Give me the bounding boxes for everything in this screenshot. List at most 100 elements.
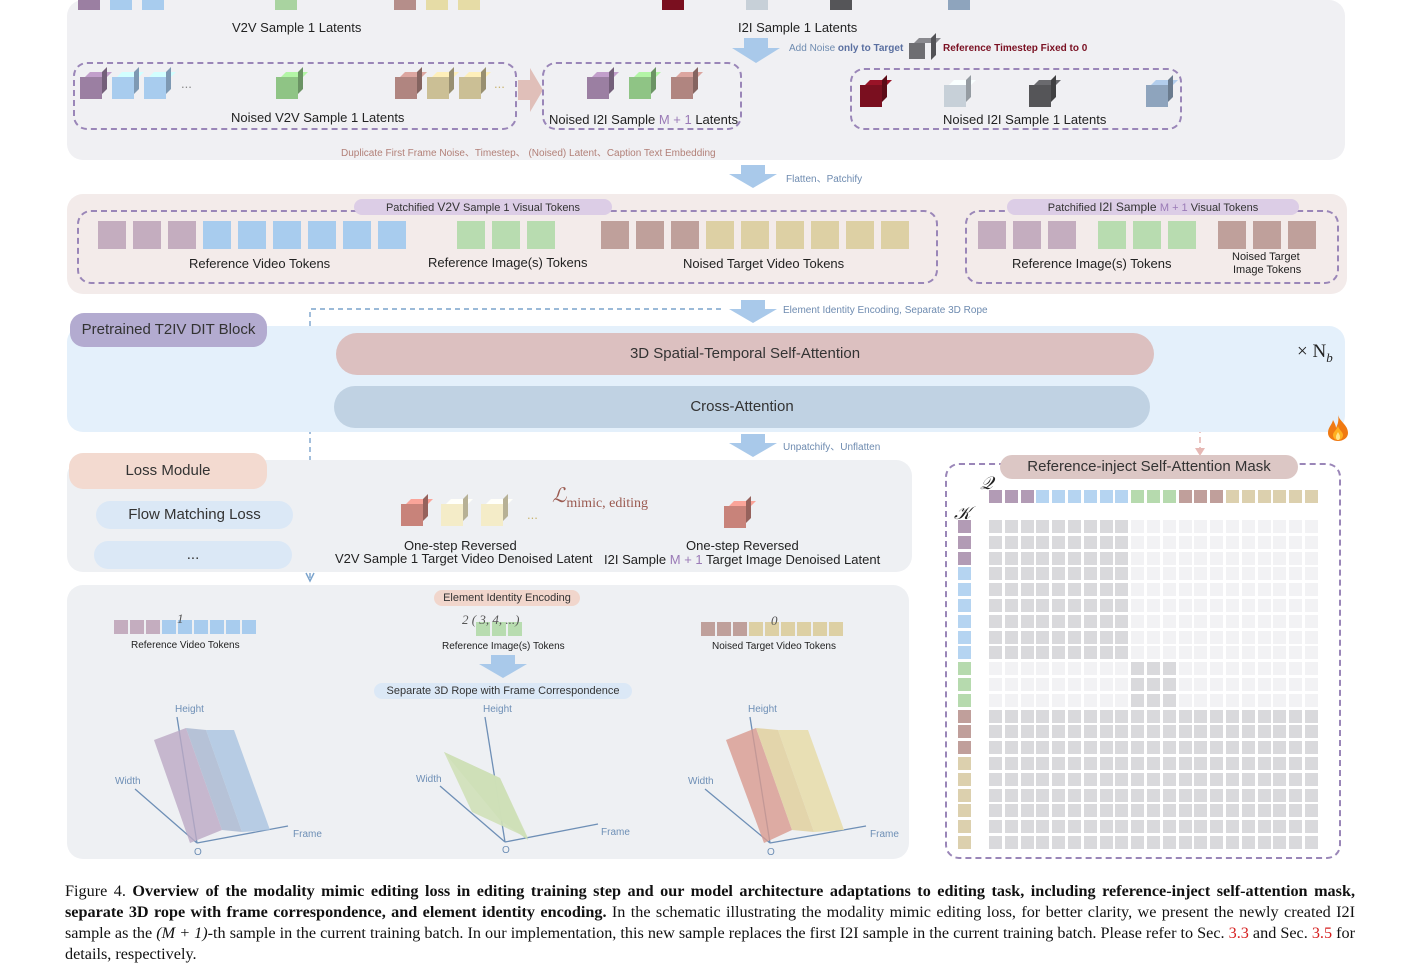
element-identity-label: Element Identity Encoding, Separate 3D R…: [783, 305, 988, 316]
mask-k-token: [958, 788, 971, 802]
mask-cell: [1273, 567, 1287, 581]
token-purple: [114, 620, 128, 634]
mask-k-token: [958, 520, 971, 533]
noised-target-image-label-1: Noised Target: [1232, 251, 1300, 263]
mask-cell: [1305, 630, 1318, 644]
mask-cell: [1147, 709, 1160, 723]
mask-cell: [1004, 772, 1018, 786]
token-purple: [978, 221, 1006, 249]
mask-cell: [1052, 614, 1066, 628]
mask-cell: [989, 741, 1002, 755]
mask-k-token: [958, 757, 971, 770]
mask-cell: [1241, 836, 1255, 849]
mask-cell: [1099, 662, 1113, 676]
mask-cell: [1305, 646, 1318, 660]
mask-cell: [1226, 709, 1239, 723]
mask-cell: [1099, 804, 1113, 818]
mask-cell: [1162, 757, 1176, 770]
cube-darkgray: [1029, 85, 1051, 107]
mask-cell: [1178, 820, 1192, 834]
mask-k-token: [958, 662, 971, 676]
mask-cell: [1241, 725, 1255, 739]
mask-cell: [1178, 583, 1192, 597]
mask-cell: [989, 599, 1002, 612]
token-purple: [98, 221, 126, 249]
mask-q-token: [1099, 490, 1113, 503]
mask-cell: [1068, 772, 1081, 786]
noised-v2v-box: [73, 62, 517, 130]
mask-cell: [1257, 630, 1271, 644]
mask-cell: [1289, 788, 1303, 802]
mask-cell: [1036, 551, 1050, 565]
mask-cell: [1257, 741, 1271, 755]
noised-i2i-m1-label: Noised I2I Sample M + 1 Latents: [549, 112, 738, 127]
mask-cell: [1068, 583, 1081, 597]
ellipsis: ...: [527, 507, 538, 522]
mask-cell: [1099, 599, 1113, 612]
mask-cell: [1004, 757, 1018, 770]
mask-cell: [1257, 772, 1271, 786]
mask-q-token: [1162, 490, 1176, 503]
mask-cell: [1020, 725, 1034, 739]
mask-cell: [1162, 772, 1176, 786]
v2v-tokens-header: Patchified V2V Sample 1 Visual Tokens: [354, 199, 612, 215]
mask-cell: [1305, 662, 1318, 676]
section-ref-link[interactable]: 3.5: [1311, 924, 1333, 942]
mask-q-header: [989, 490, 1321, 504]
mask-cell: [1257, 567, 1271, 581]
mask-cell: [1068, 709, 1081, 723]
section-ref-link[interactable]: 3.3: [1228, 924, 1249, 942]
mask-cell: [1241, 599, 1255, 612]
mask-cell: [1068, 520, 1081, 533]
cube-green: [275, 0, 297, 10]
mask-cell: [1241, 614, 1255, 628]
mask-cell: [989, 725, 1002, 739]
mask-cell: [1178, 788, 1192, 802]
mask-cell: [1273, 725, 1287, 739]
mask-q-label: 𝒬: [980, 473, 993, 493]
mask-cell: [1241, 741, 1255, 755]
cube-tan: [459, 77, 481, 99]
noised-v2v-label: Noised V2V Sample 1 Latents: [231, 110, 405, 125]
times-nb: × Nb: [1297, 341, 1333, 365]
mask-q-token: [1020, 490, 1034, 503]
mask-cell: [989, 772, 1002, 786]
cube-maroon: [662, 0, 684, 10]
token-blue: [343, 221, 371, 249]
mask-cell: [1131, 693, 1145, 707]
axis-height: Height: [748, 704, 777, 715]
mask-cell: [1273, 520, 1287, 533]
mask-q-token: [1004, 490, 1018, 503]
mask-cell: [1273, 804, 1287, 818]
mask-cell: [1210, 678, 1224, 691]
cube-lightgray: [944, 85, 966, 107]
mask-q-token: [1305, 490, 1318, 503]
mask-cell: [1162, 804, 1176, 818]
token-tan: [829, 622, 843, 636]
mask-cell: [1194, 646, 1208, 660]
mask-cell: [1305, 741, 1318, 755]
cube-maroon: [860, 85, 882, 107]
mask-cell: [1147, 646, 1160, 660]
mask-cell: [1147, 535, 1160, 549]
mask-cell: [1036, 535, 1050, 549]
cube-darkgray: [830, 0, 852, 10]
noised-target-image-label-2: Image Tokens: [1233, 264, 1302, 276]
mask-cell: [1099, 788, 1113, 802]
mask-cell: [1178, 772, 1192, 786]
mask-cell: [1210, 662, 1224, 676]
mask-cell: [1004, 551, 1018, 565]
cube-blue: [110, 0, 132, 10]
cube-brown: [395, 77, 417, 99]
mask-cell: [1178, 757, 1192, 770]
token-purple: [146, 620, 160, 634]
mask-cell: [1226, 583, 1239, 597]
mask-cell: [1068, 551, 1081, 565]
mask-cell: [1305, 836, 1318, 849]
mask-cell: [1036, 678, 1050, 691]
mask-cell: [1241, 551, 1255, 565]
mask-cell: [1226, 599, 1239, 612]
mask-cell: [1052, 757, 1066, 770]
add-noise-arrow: [732, 38, 780, 63]
token-brown: [701, 622, 715, 636]
